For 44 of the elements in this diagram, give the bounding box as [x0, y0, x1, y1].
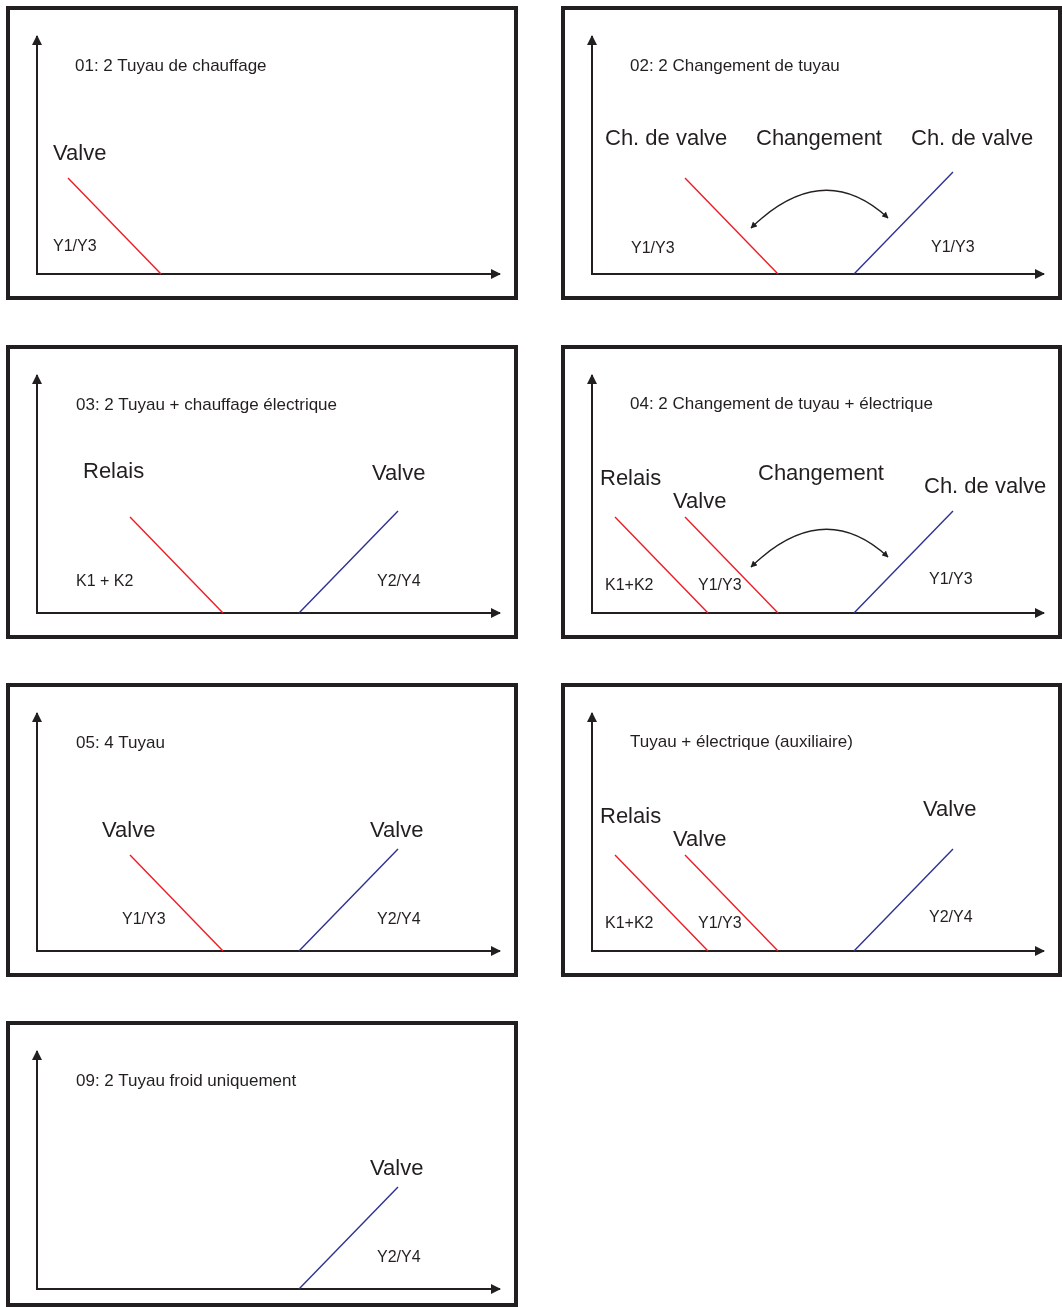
- valve-label: Ch. de valve: [924, 473, 1047, 499]
- terminal-label: K1 + K2: [76, 572, 134, 590]
- panel-title: 03: 2 Tuyau + chauffage électrique: [76, 395, 338, 415]
- valve-label: Valve: [673, 488, 727, 514]
- panel-title: 01: 2 Tuyau de chauffage: [75, 56, 267, 76]
- terminal-label: K1+K2: [605, 914, 654, 932]
- valve-label: Valve: [923, 796, 977, 822]
- terminal-label: Y1/Y3: [698, 576, 742, 594]
- valve-label: Valve: [53, 140, 107, 166]
- diagram-panel: [6, 6, 518, 300]
- panel-title: 05: 4 Tuyau: [76, 733, 165, 753]
- relay-label: Relais: [83, 458, 145, 484]
- changeover-label: Changement: [756, 125, 882, 151]
- terminal-label: Y1/Y3: [931, 238, 975, 256]
- valve-label: Ch. de valve: [605, 125, 728, 151]
- valve-label: Valve: [102, 817, 156, 843]
- diagram-panel: [6, 345, 518, 639]
- diagram-panel: [561, 683, 1062, 977]
- terminal-label: Y1/Y3: [122, 910, 166, 928]
- valve-label: Valve: [370, 1155, 424, 1181]
- diagram-panel: [561, 345, 1062, 639]
- relay-label: Relais: [600, 803, 662, 829]
- terminal-label: Y2/Y4: [377, 572, 421, 590]
- panel-title: 09: 2 Tuyau froid uniquement: [76, 1071, 297, 1091]
- terminal-label: Y1/Y3: [929, 570, 973, 588]
- panel-title: 02: 2 Changement de tuyau: [630, 56, 840, 76]
- valve-label: Valve: [372, 460, 426, 486]
- terminal-label: Y1/Y3: [53, 237, 97, 255]
- terminal-label: Y2/Y4: [377, 910, 421, 928]
- valve-label: Ch. de valve: [911, 125, 1034, 151]
- terminal-label: Y1/Y3: [698, 914, 742, 932]
- terminal-label: K1+K2: [605, 576, 654, 594]
- diagram-panel: [6, 1021, 518, 1307]
- diagram-panel: [6, 683, 518, 977]
- relay-label: Relais: [600, 465, 662, 491]
- terminal-label: Y1/Y3: [631, 239, 675, 257]
- changeover-label: Changement: [758, 460, 884, 486]
- diagram-panel: [561, 6, 1062, 300]
- panel-title: 04: 2 Changement de tuyau + électrique: [630, 394, 933, 414]
- valve-label: Valve: [673, 826, 727, 852]
- valve-label: Valve: [370, 817, 424, 843]
- terminal-label: Y2/Y4: [929, 908, 973, 926]
- terminal-label: Y2/Y4: [377, 1248, 421, 1266]
- panel-title: Tuyau + électrique (auxiliaire): [630, 732, 853, 752]
